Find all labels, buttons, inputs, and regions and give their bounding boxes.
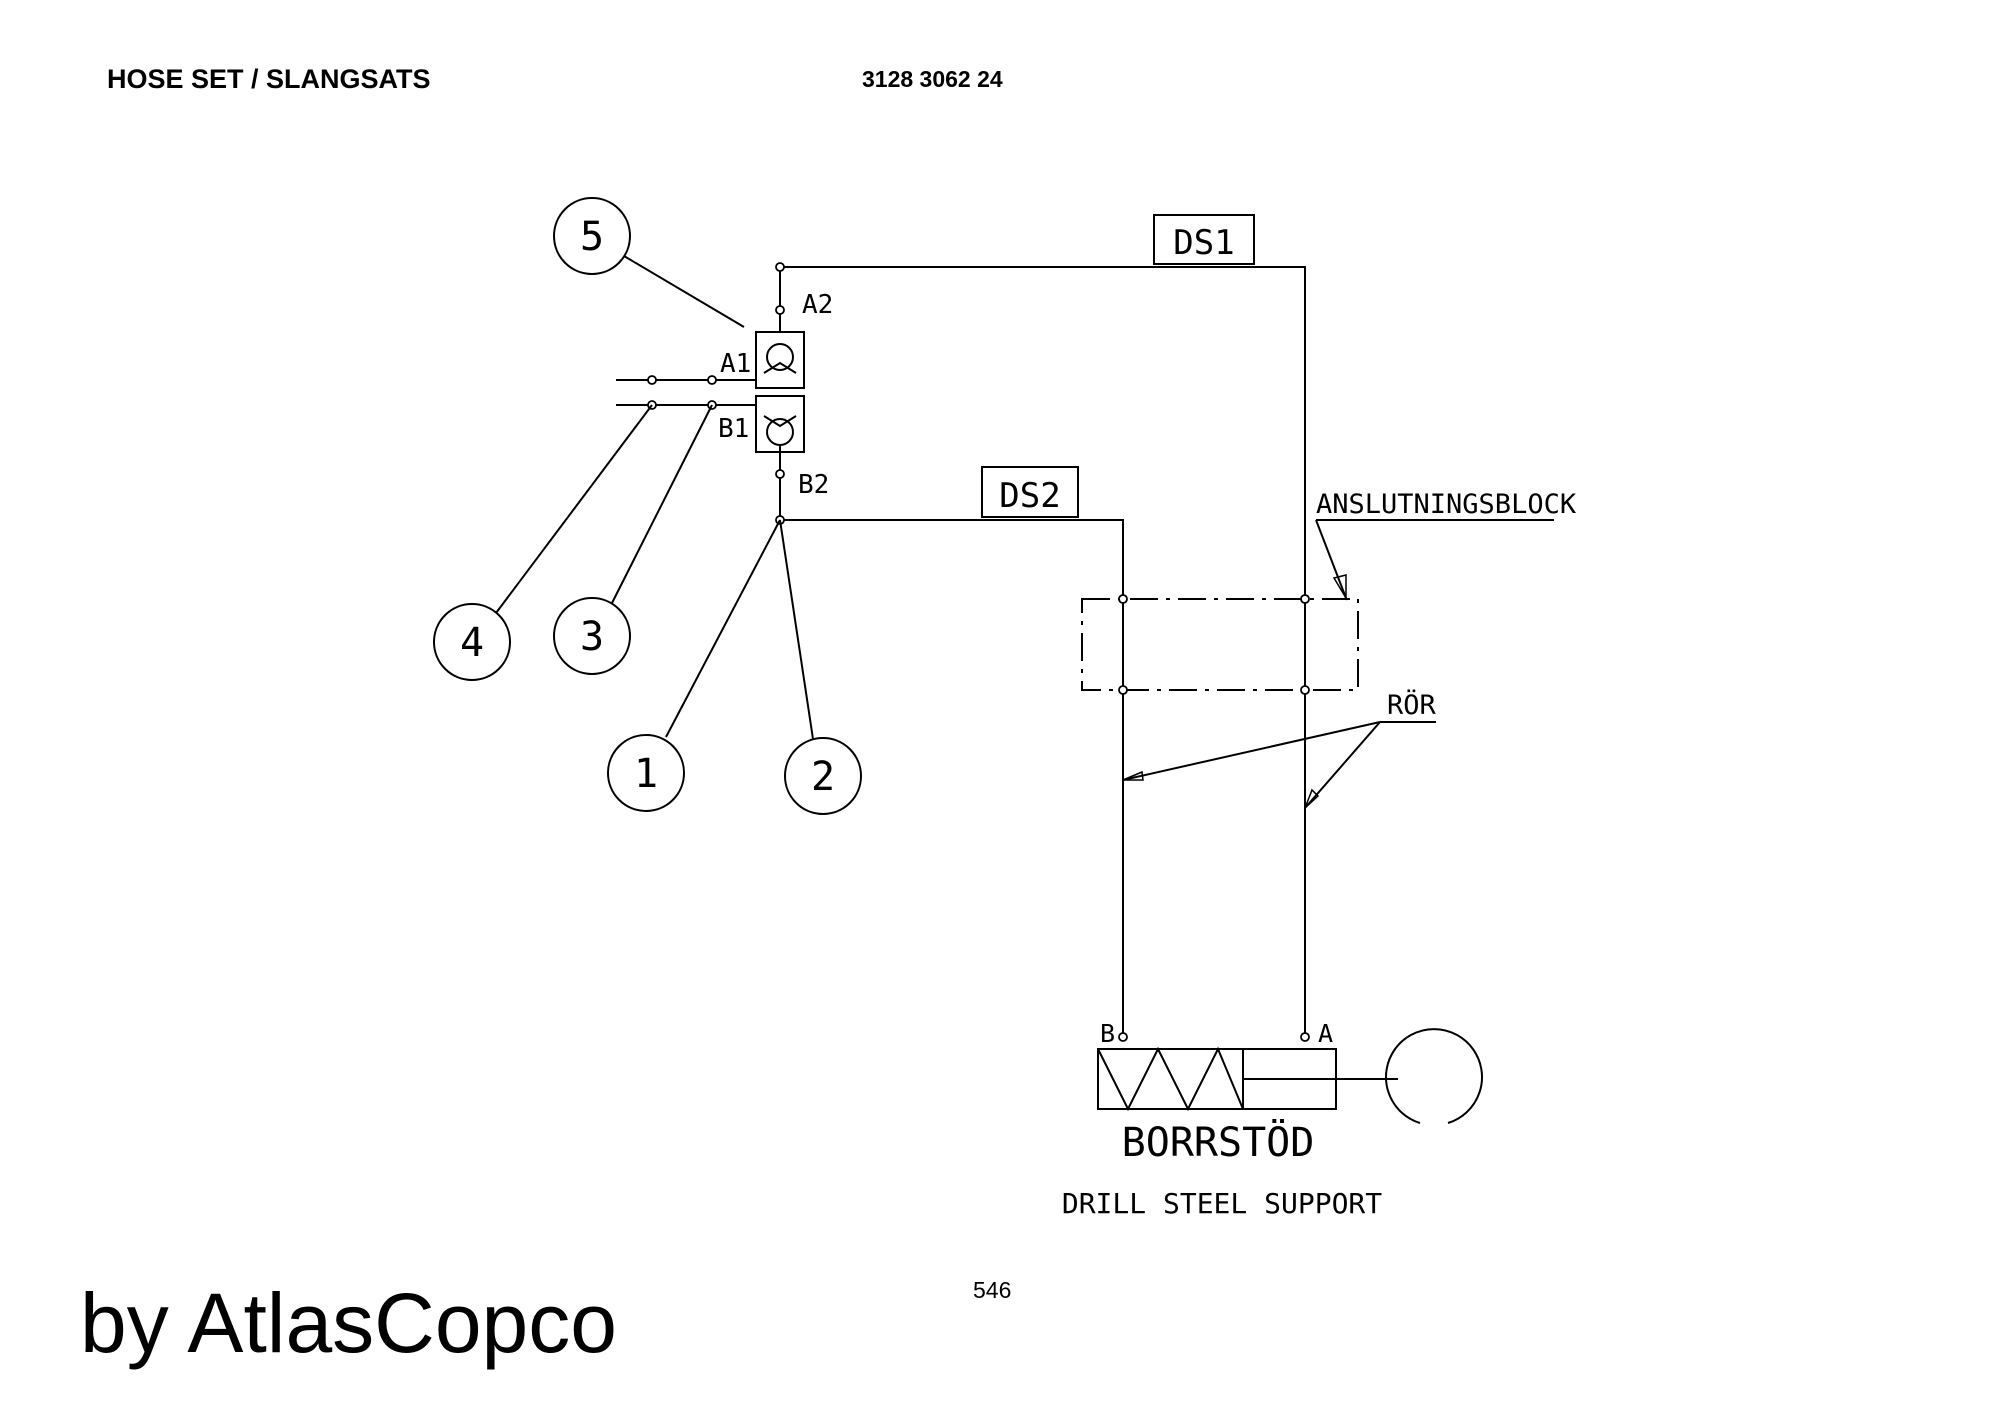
ds1-tag: DS1 — [1173, 223, 1234, 263]
block-label: ANSLUTNINGSBLOCK — [1316, 489, 1577, 520]
node — [647, 375, 657, 385]
ds2-tag-box — [981, 466, 1079, 518]
pipe-arrow-2 — [1304, 788, 1320, 809]
valve-b-seat — [763, 415, 797, 428]
ds1-tag-box — [1153, 214, 1255, 265]
check-valve-a — [755, 331, 805, 389]
hose-ds2-line — [780, 519, 1124, 1037]
leader-4 — [495, 404, 653, 614]
callout-2-circle — [784, 737, 862, 815]
pipe-arrow-1 — [1122, 770, 1144, 781]
node — [775, 262, 785, 272]
callout-1: 1 — [634, 751, 658, 797]
callout-5: 5 — [580, 214, 604, 260]
pipe-leader-2 — [1304, 721, 1381, 809]
node — [1300, 685, 1310, 695]
port-a1-label: A1 — [720, 349, 751, 379]
connection-block — [1081, 598, 1359, 691]
node — [775, 305, 785, 315]
callout-3-circle — [553, 597, 631, 675]
support-jaw — [1385, 1028, 1483, 1124]
valve-a-ball — [766, 343, 794, 371]
leader-1 — [665, 519, 781, 738]
component-label-en: DRILL STEEL SUPPORT — [1062, 1187, 1382, 1220]
callout-4: 4 — [460, 620, 484, 666]
block-label-leader — [1315, 519, 1347, 599]
pipe-leader-1 — [1122, 721, 1381, 781]
check-valve-b — [755, 395, 805, 453]
page-number: 546 — [973, 1277, 1012, 1303]
valve-a-seat — [763, 361, 797, 374]
block-arrow — [1332, 574, 1347, 601]
node — [1118, 685, 1128, 695]
leader-2 — [779, 519, 814, 740]
port-b1-label: B1 — [718, 414, 749, 444]
node — [1300, 1032, 1310, 1042]
node — [1118, 594, 1128, 604]
port-a2-label: A2 — [802, 290, 833, 320]
leader-5 — [623, 255, 745, 328]
brand-watermark: by AtlasCopco — [80, 1276, 617, 1370]
port-b2-label: B2 — [798, 470, 829, 500]
port-a-label: A — [1318, 1019, 1333, 1048]
node — [1118, 1032, 1128, 1042]
ds2-tag: DS2 — [999, 476, 1060, 516]
callout-2: 2 — [811, 754, 835, 800]
valve-b-ball — [766, 418, 794, 446]
callout-3: 3 — [580, 614, 604, 660]
pipe-label: RÖR — [1387, 689, 1437, 721]
cylinder-spring — [1097, 1046, 1244, 1112]
part-number: 3128 3062 24 — [862, 66, 1003, 92]
node — [707, 375, 717, 385]
hose-ds1-line — [780, 266, 1306, 1037]
callout-5-circle — [553, 197, 631, 275]
port-b-label: B — [1100, 1019, 1115, 1048]
page-title: HOSE SET / SLANGSATS — [107, 64, 431, 94]
node — [775, 469, 785, 479]
leader-3 — [611, 404, 713, 604]
callout-1-circle — [607, 734, 685, 812]
node — [1300, 594, 1310, 604]
component-label: BORRSTÖD — [1122, 1118, 1315, 1166]
callout-4-circle — [433, 603, 511, 681]
